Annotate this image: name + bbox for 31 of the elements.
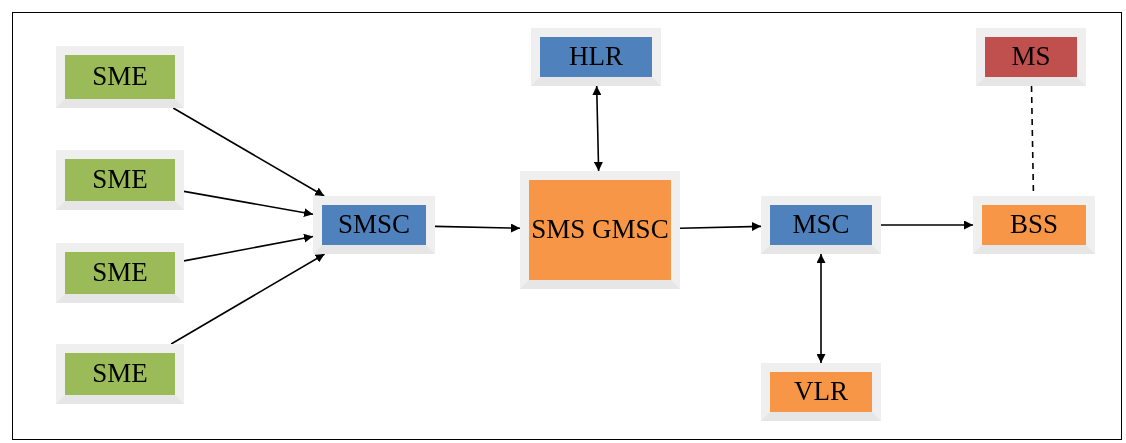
arrow [170, 253, 326, 345]
process-box [56, 150, 184, 210]
node-label: MSC [792, 210, 850, 240]
arrow [172, 107, 326, 197]
node-label: SME [92, 62, 148, 92]
process-box [761, 196, 881, 254]
process-box [56, 243, 184, 303]
arrow [183, 233, 314, 262]
node-label: SME [92, 258, 148, 288]
node-label: SME [92, 165, 148, 195]
node-label: HLR [569, 42, 623, 72]
arrow [434, 223, 521, 233]
node-label: BSS [1009, 210, 1058, 240]
node-label: SMSC [337, 210, 411, 240]
node-label: SME [92, 359, 148, 389]
arrow [679, 222, 762, 232]
process-box [973, 196, 1095, 254]
node-label: MS [1011, 42, 1051, 72]
arrow [592, 85, 603, 172]
process-box [761, 363, 881, 421]
process-box [56, 344, 184, 404]
arrow [183, 190, 314, 218]
arrow [880, 220, 974, 230]
process-box [531, 28, 661, 86]
process-box [56, 46, 184, 108]
process-box [520, 171, 680, 289]
arrow [816, 253, 826, 364]
node-label: SMS GMSC [531, 215, 669, 245]
process-box [976, 28, 1086, 86]
node-label: VLR [794, 377, 848, 407]
process-box [313, 196, 435, 254]
